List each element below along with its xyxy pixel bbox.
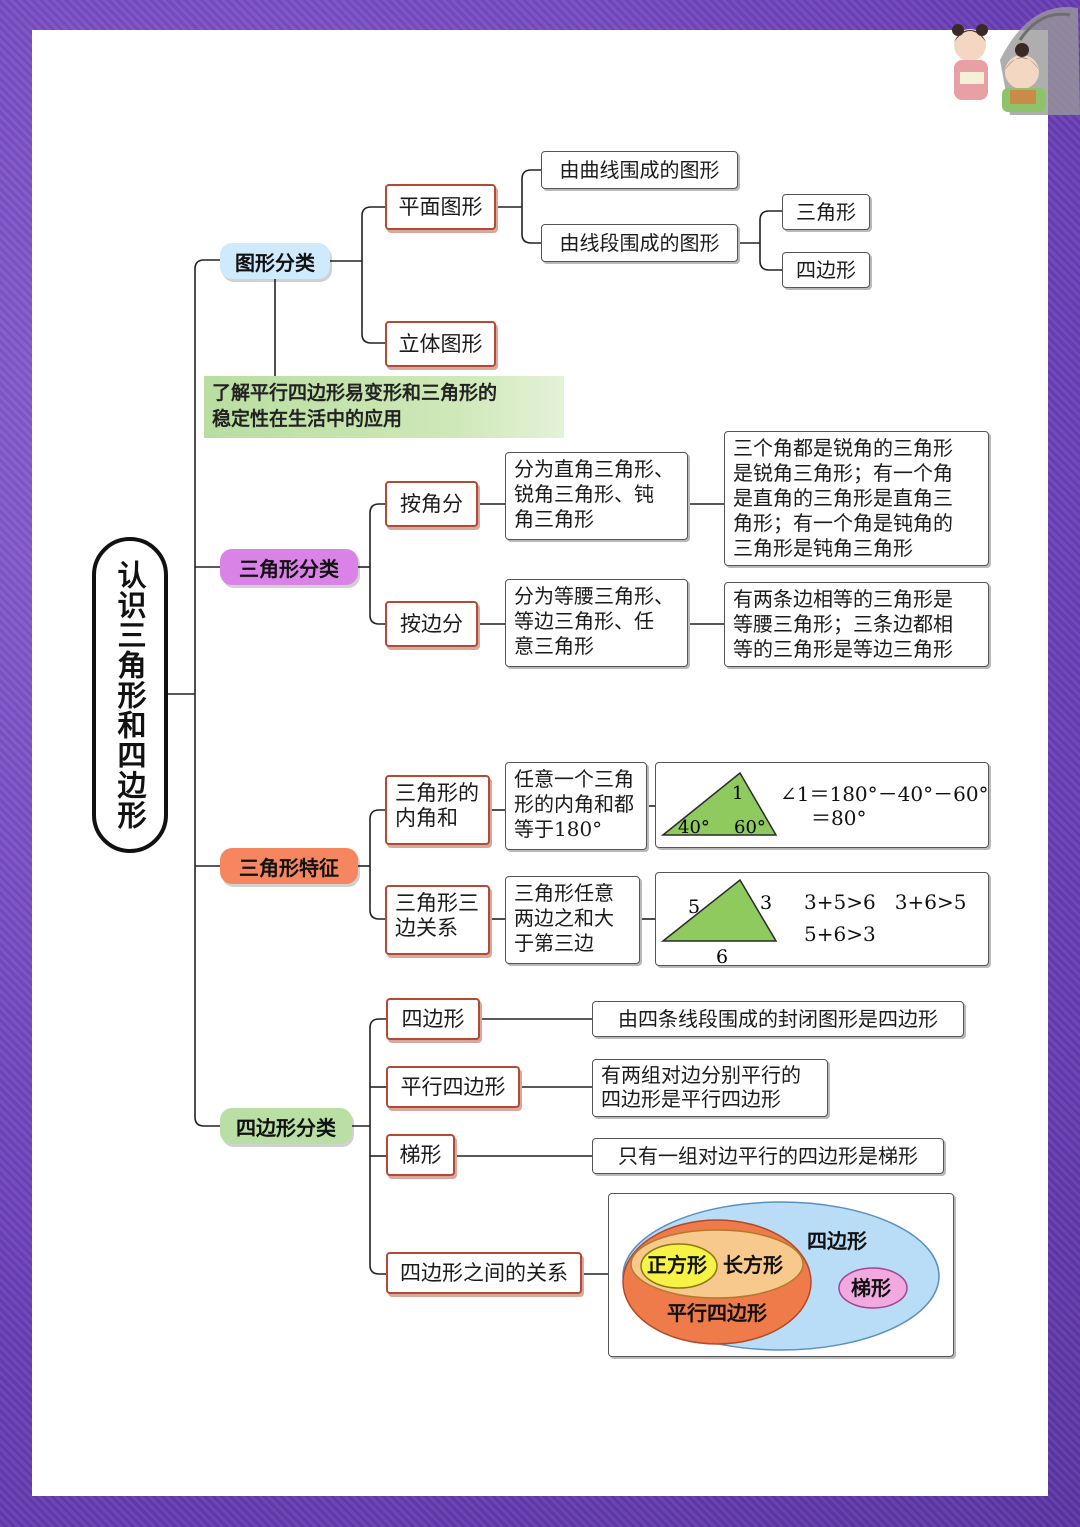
venn-label-rectangle: 长方形: [723, 1253, 783, 1277]
node-quad-definition: 由四条线段围成的封闭图形是四边形: [592, 1001, 964, 1037]
node-parallelogram-definition: 有两组对边分别平行的 四边形是平行四边形: [592, 1059, 828, 1117]
side-formula-line2: 5+6>3: [804, 922, 876, 946]
node-by-angle: 按角分: [385, 481, 478, 527]
side-triangle-figure: 5 3 6: [660, 878, 778, 965]
node-by-side: 按边分: [385, 601, 478, 647]
side-formula-line1: 3+5>6 3+6>5: [804, 890, 967, 914]
node-trapezoid-definition: 只有一组对边平行的四边形是梯形: [592, 1138, 944, 1174]
branch-quadrilateral-classification: 四边形分类: [220, 1108, 352, 1144]
side-label-5: 5: [688, 896, 700, 918]
venn-label-quad: 四边形: [807, 1229, 867, 1253]
angle-label-60: 60°: [734, 817, 766, 838]
children-reading-illustration: [952, 7, 1080, 115]
node-quadrilateral: 四边形: [782, 252, 870, 288]
angle-label-40: 40°: [678, 817, 710, 838]
angle-triangle-figure: 1 40° 60°: [660, 771, 778, 838]
node-triangle: 三角形: [782, 194, 870, 230]
node-quad-relations: 四边形之间的关系: [386, 1252, 582, 1294]
side-label-6: 6: [716, 946, 728, 965]
node-angle-sum-rule: 任意一个三角 形的内角和都 等于180°: [505, 762, 647, 850]
node-by-side-definition: 有两条边相等的三角形是 等腰三角形；三条边都相 等的三角形是等边三角形: [724, 582, 989, 667]
side-relation-example: 5 3 6 3+5>6 3+6>5 5+6>3: [655, 872, 989, 966]
angle-formula-line1: ∠1＝180°－40°－60°: [780, 782, 989, 806]
stability-note: 了解平行四边形易变形和三角形的 稳定性在生活中的应用: [204, 376, 564, 438]
quad-relations-venn: 四边形 正方形 长方形 平行四边形 梯形: [608, 1193, 954, 1357]
node-angle-sum: 三角形的 内角和: [385, 775, 490, 845]
node-by-angle-definition: 三个角都是锐角的三角形 是锐角三角形；有一个角 是直角的三角形是直角三 角形；有…: [724, 431, 989, 566]
node-plane-figure: 平面图形: [385, 184, 496, 230]
angle-label-1: 1: [732, 783, 743, 804]
node-quad: 四边形: [386, 998, 480, 1040]
branch-triangle-classification: 三角形分类: [220, 549, 358, 585]
venn-label-square: 正方形: [647, 1253, 707, 1277]
node-by-angle-types: 分为直角三角形、 锐角三角形、钝 角三角形: [505, 452, 688, 540]
side-label-3: 3: [760, 892, 772, 914]
branch-triangle-features: 三角形特征: [220, 848, 358, 884]
angle-formula-line2: ＝80°: [811, 806, 867, 830]
node-by-side-types: 分为等腰三角形、 等边三角形、任 意三角形: [505, 579, 688, 667]
venn-label-parallelogram: 平行四边形: [667, 1301, 767, 1325]
node-side-relation: 三角形三 边关系: [385, 885, 490, 955]
branch-figure-classification: 图形分类: [220, 243, 330, 279]
node-curve-figure: 由曲线围成的图形: [541, 151, 738, 189]
angle-sum-example: 1 40° 60° ∠1＝180°－40°－60° ＝80°: [655, 762, 989, 848]
root-title: 认识三角形和四边形: [92, 537, 168, 853]
node-solid-figure: 立体图形: [385, 321, 496, 367]
node-segment-figure: 由线段围成的图形: [541, 224, 738, 262]
node-side-relation-rule: 三角形任意 两边之和大 于第三边: [505, 876, 640, 964]
venn-diagram: 四边形 正方形 长方形 平行四边形 梯形: [622, 1201, 940, 1351]
venn-label-trapezoid: 梯形: [851, 1276, 891, 1300]
node-parallelogram: 平行四边形: [386, 1066, 520, 1108]
node-trapezoid: 梯形: [386, 1134, 455, 1176]
